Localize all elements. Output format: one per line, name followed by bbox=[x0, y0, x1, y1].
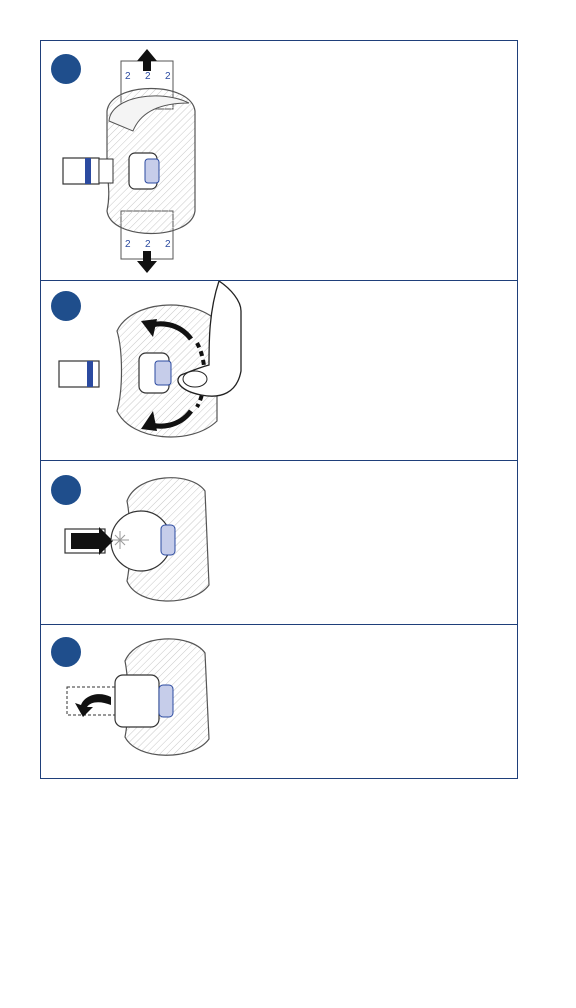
step-1: 2 2 2 2 2 2 bbox=[41, 41, 517, 281]
sensor-electronics bbox=[161, 525, 175, 555]
remove-liners-illustration: 2 2 2 2 2 2 bbox=[41, 41, 519, 281]
liner-mark: 2 bbox=[165, 71, 171, 82]
liner-mark: 2 bbox=[165, 239, 171, 250]
step-3 bbox=[41, 461, 517, 625]
press-applicator-illustration bbox=[41, 461, 519, 625]
step-4 bbox=[41, 625, 517, 780]
instruction-panel: 2 2 2 2 2 2 bbox=[40, 40, 518, 779]
liner-mark: 2 bbox=[145, 71, 151, 82]
applicator bbox=[63, 158, 99, 184]
applicator-band bbox=[85, 158, 91, 184]
sensor-electronics bbox=[145, 159, 159, 183]
applicator-band bbox=[87, 361, 93, 387]
curved-arrow-icon bbox=[75, 694, 111, 717]
smooth-adhesive-illustration bbox=[41, 281, 519, 461]
remove-applicator-illustration bbox=[41, 625, 519, 780]
liner-mark: 2 bbox=[125, 239, 131, 250]
sensor bbox=[115, 675, 159, 727]
sensor-electronics bbox=[155, 361, 171, 385]
liner-mark: 2 bbox=[145, 239, 151, 250]
fingertip bbox=[183, 371, 207, 387]
step-2 bbox=[41, 281, 517, 461]
liner-mark: 2 bbox=[125, 71, 131, 82]
sensor-electronics bbox=[159, 685, 173, 717]
